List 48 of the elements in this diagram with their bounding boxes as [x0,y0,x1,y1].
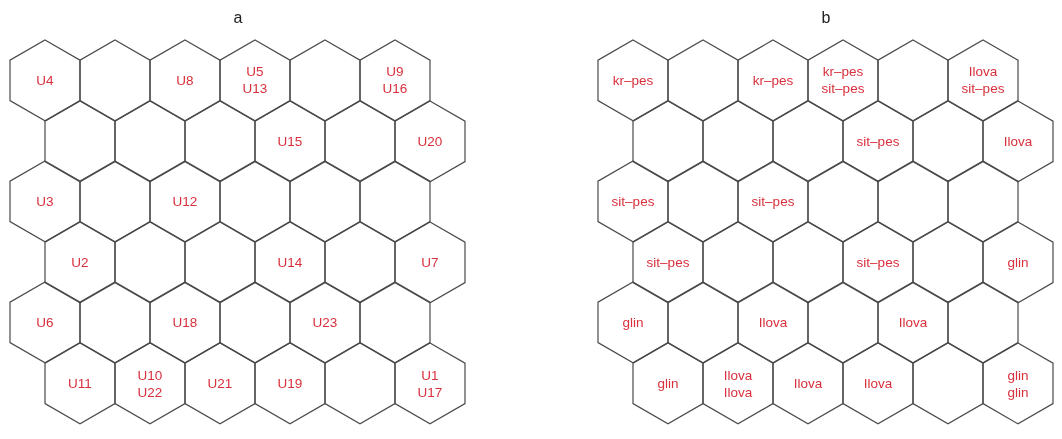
cell-label: U19 [277,375,303,392]
cell-label: U18 [172,314,198,332]
cell-label: U16 [382,80,408,98]
cell-label: glin [1007,253,1029,271]
cell-label: U17 [417,383,443,401]
cell-label: U12 [172,193,198,211]
cell-label: sit–pes [751,193,795,211]
cell-label: U20 [417,132,443,150]
panel-label: b [821,9,831,27]
cell-label: Ilova [863,375,893,392]
cell-label: U22 [137,383,163,401]
cell-label: U1 [421,366,439,384]
cell-label: sit–pes [821,80,865,98]
cell-label: glin [1007,383,1029,401]
cell-label: U11 [68,375,92,392]
cell-label: U23 [312,314,338,332]
cell-label: sit–pes [856,132,900,150]
cell-label: sit–pes [961,80,1005,98]
cell-label: Ilova [723,383,753,401]
panel-label: a [233,9,243,27]
cell-label: U6 [36,314,54,332]
cell-label: kr–pes [822,63,864,81]
cell-label: U5 [246,63,264,81]
cell-label: kr–pes [752,71,794,89]
cell-label: Ilova [968,63,998,81]
cell-label: U10 [137,366,163,384]
cell-label: Ilova [723,366,753,384]
cell-label: U13 [242,80,268,98]
cell-label: U7 [421,253,439,271]
cell-label: Ilova [758,314,788,332]
cell-label: U21 [207,375,233,392]
cell-label: glin [657,375,679,392]
cell-label: sit–pes [646,253,690,271]
cell-label: kr–pes [612,71,654,89]
cell-label: U3 [36,193,54,211]
cell-label: Ilova [793,375,823,392]
cell-label: Ilova [1003,132,1033,150]
cell-label: U4 [36,71,54,89]
cell-label: glin [1007,366,1029,384]
cell-label: U15 [277,132,303,150]
cell-label: U2 [71,253,89,271]
cell-label: Ilova [898,314,928,332]
cell-label: U14 [277,253,303,271]
cell-label: glin [622,314,644,332]
cell-label: sit–pes [856,253,900,271]
cell-label: U8 [176,71,194,89]
cell-label: U9 [386,63,404,81]
cell-label: sit–pes [611,193,655,211]
